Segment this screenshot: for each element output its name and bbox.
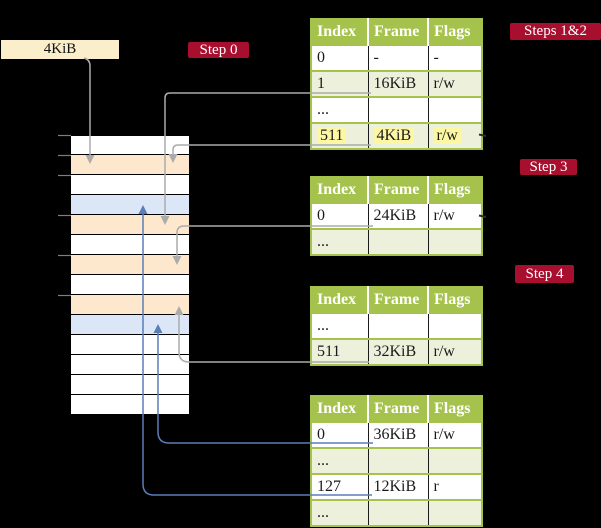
table-cell: r/w: [427, 70, 482, 97]
column-header: Flags: [427, 19, 482, 45]
memory-frame-free: [70, 235, 190, 255]
table-cell: r: [427, 473, 482, 500]
memory-frame-free: [70, 375, 190, 395]
memory-frame-data: [70, 195, 190, 215]
memory-frame-free: [70, 275, 190, 295]
badge-step-0: Step 0: [188, 42, 249, 58]
table-cell: [427, 447, 482, 474]
table-cell: 36KiB: [367, 421, 428, 448]
table-cell: r/w: [427, 122, 482, 149]
badge-steps-1-2: Steps 1&2: [510, 23, 601, 40]
table-cell: [367, 96, 428, 123]
column-header: Frame: [367, 287, 428, 313]
column-header: Frame: [367, 396, 428, 422]
column-header: Index: [311, 287, 368, 313]
table-cell: ...: [311, 447, 368, 474]
table-row: ...: [311, 499, 482, 526]
highlighted-value: 4KiB: [373, 127, 415, 144]
memory-frame-page-table: [70, 155, 190, 175]
table-cell: 1: [311, 70, 368, 97]
table-cell: [367, 447, 428, 474]
frame-size-label: 4KiB: [1, 40, 119, 59]
table-cell: [427, 499, 482, 526]
table-cell: 12KiB: [367, 473, 428, 500]
memory-frame-page-table: [70, 215, 190, 235]
table-cell: 16KiB: [367, 70, 428, 97]
badge-step-4: Step 4: [515, 265, 574, 283]
table-cell: ...: [311, 96, 368, 123]
table-cell: 511: [311, 122, 368, 149]
table-cell: 32KiB: [367, 338, 428, 365]
table-cell: [427, 96, 482, 123]
memory-frame-data: [70, 315, 190, 335]
column-header: Index: [311, 396, 368, 422]
table-cell: -: [367, 44, 428, 71]
memory-frame-page-table: [70, 295, 190, 315]
table-cell: r/w: [427, 338, 482, 365]
memory-frame-page-table: [70, 255, 190, 275]
table-cell: r/w: [427, 202, 482, 229]
column-header: Index: [311, 19, 368, 45]
table-row: 511 4KiB r/w: [311, 122, 482, 149]
table-cell: 0: [311, 421, 368, 448]
table-cell: [367, 228, 428, 255]
physical-memory-column: [70, 135, 190, 415]
memory-frame-free: [70, 175, 190, 195]
table-cell: 127: [311, 473, 368, 500]
table-cell: [367, 312, 428, 339]
table-cell: 24KiB: [367, 202, 428, 229]
table-cell: [427, 228, 482, 255]
memory-frame-free: [70, 395, 190, 415]
table-cell: r/w: [427, 421, 482, 448]
table-row: ...: [311, 228, 482, 255]
memory-frame-free: [70, 135, 190, 155]
highlighted-value: r/w: [433, 127, 461, 144]
column-header: Frame: [367, 19, 428, 45]
table-cell: ...: [311, 499, 368, 526]
column-header: Frame: [367, 177, 428, 203]
table-row: 0--: [311, 44, 482, 71]
table-row: ...: [311, 96, 482, 123]
table-row: ...: [311, 447, 482, 474]
table-cell: ...: [311, 228, 368, 255]
badge-step-3: Step 3: [520, 159, 577, 175]
table-cell: [367, 499, 428, 526]
table-cell: 0: [311, 202, 368, 229]
column-header: Flags: [427, 177, 482, 203]
table-row: ...: [311, 312, 482, 339]
table-cell: 4KiB: [367, 122, 428, 149]
column-header: Index: [311, 177, 368, 203]
memory-frame-free: [70, 335, 190, 355]
column-header: Flags: [427, 396, 482, 422]
highlighted-value: 511: [317, 127, 347, 144]
table-cell: [427, 312, 482, 339]
table-cell: -: [427, 44, 482, 71]
table-cell: ...: [311, 312, 368, 339]
memory-frame-free: [70, 355, 190, 375]
table-cell: 511: [311, 338, 368, 365]
table-cell: 0: [311, 44, 368, 71]
column-header: Flags: [427, 287, 482, 313]
